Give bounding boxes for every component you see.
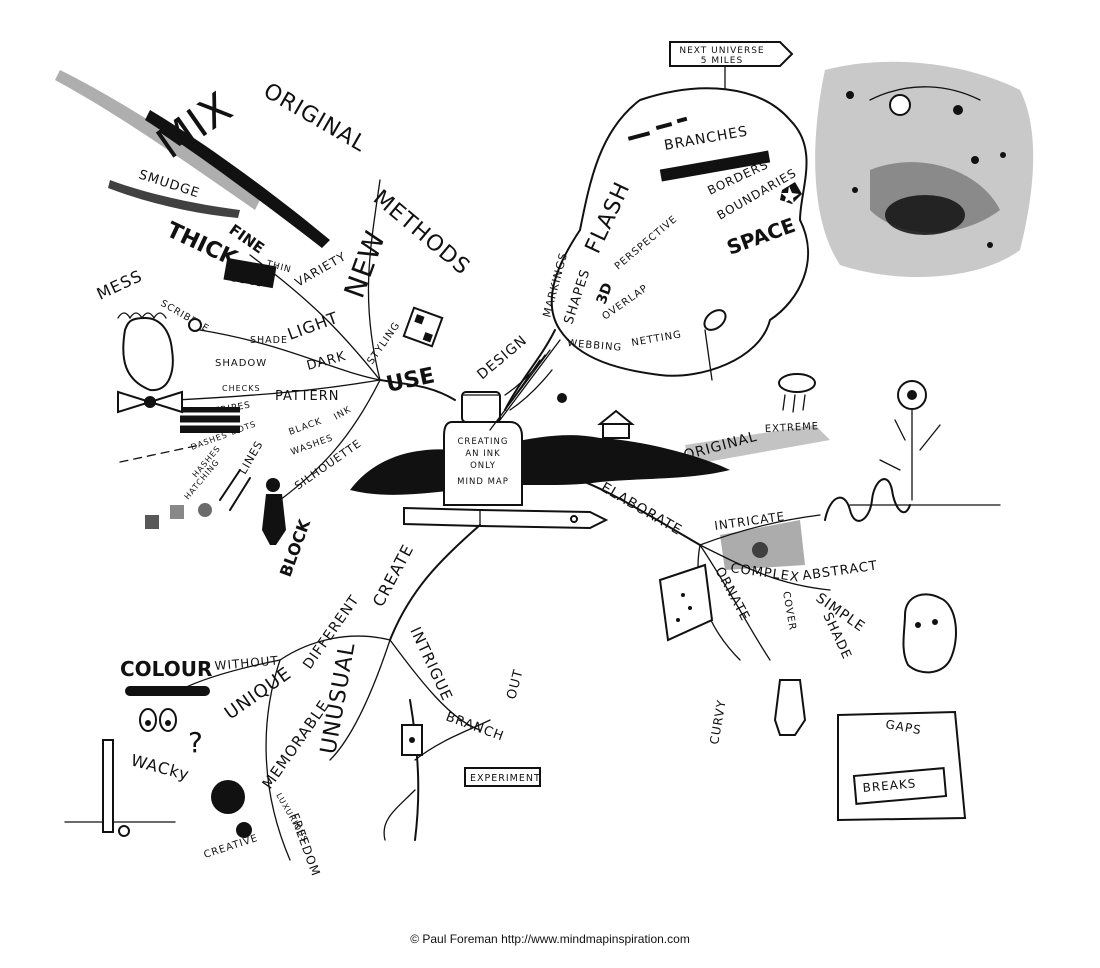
word-luxurious: LUXURIOUS bbox=[274, 792, 309, 844]
svg-text:?: ? bbox=[188, 726, 204, 759]
word-experiment: EXPERIMENT bbox=[470, 773, 541, 784]
gaps-sign: GAPS BREAKS bbox=[837, 710, 967, 822]
branch-use: USE MIX ORIGINAL METHODS NEW SMUDGE FINE… bbox=[55, 70, 475, 579]
word-new: NEW bbox=[338, 226, 393, 302]
rain-cloud bbox=[778, 373, 816, 413]
word-light: LIGHT bbox=[285, 308, 341, 344]
word-3d: 3D bbox=[594, 281, 616, 307]
flash-marks bbox=[627, 116, 802, 204]
knot-sculpture bbox=[824, 478, 911, 522]
word-without: WITHOUT bbox=[214, 653, 279, 673]
word-shade-use: SHADE bbox=[250, 335, 288, 346]
word-original-use: ORIGINAL bbox=[259, 79, 371, 158]
word-curvy: CURVY bbox=[707, 698, 729, 745]
word-breaks: BREAKS bbox=[862, 776, 917, 795]
center-label-line-3: ONLY bbox=[470, 461, 496, 471]
word-gaps: GAPS bbox=[884, 717, 922, 737]
rug-ornate bbox=[658, 563, 714, 642]
center-label-line-1: CREATING bbox=[457, 437, 508, 447]
signpost-line-1: NEXT UNIVERSE bbox=[679, 46, 764, 56]
center-label-line-2: AN INK bbox=[465, 449, 500, 459]
spider-web bbox=[489, 339, 567, 431]
center-label-line-4: MIND MAP bbox=[457, 477, 509, 487]
ink-bottle: CREATING AN INK ONLY MIND MAP bbox=[443, 391, 523, 506]
word-abstract: ABSTRACT bbox=[801, 559, 878, 584]
next-universe-signpost: NEXT UNIVERSE 5 MILES bbox=[669, 41, 794, 89]
word-methods: METHODS bbox=[368, 185, 475, 280]
pen-nib bbox=[403, 506, 609, 530]
character-with-bowtie bbox=[117, 312, 202, 414]
golf-tee-sketch bbox=[64, 739, 176, 837]
word-dark: DARK bbox=[305, 349, 348, 374]
question-blob: ? bbox=[211, 780, 252, 838]
word-out: OUT bbox=[504, 667, 526, 701]
space-ink-wash bbox=[815, 61, 1034, 277]
signpost-line-2: 5 MILES bbox=[701, 56, 743, 66]
word-cover: COVER bbox=[780, 591, 798, 632]
label-use: USE bbox=[384, 363, 437, 398]
copyright-credit: © Paul Foreman http://www.mindmapinspira… bbox=[410, 932, 690, 946]
branch-design: DESIGN MARKINGS SHAPES FLASH BRANCHES BO… bbox=[474, 87, 809, 431]
word-lines: LINES bbox=[236, 438, 266, 476]
word-wacky: WACky bbox=[129, 751, 192, 785]
word-shadow: SHADOW bbox=[215, 358, 267, 369]
svg-text:?: ? bbox=[221, 788, 231, 809]
glove-icon bbox=[773, 679, 807, 736]
bald-man-sketch bbox=[902, 593, 957, 674]
flower-sketch bbox=[849, 380, 1001, 506]
word-colour: COLOUR bbox=[120, 657, 212, 681]
word-mess: MESS bbox=[94, 266, 146, 304]
house-on-hill bbox=[597, 409, 635, 439]
word-dashes: DASHES bbox=[190, 430, 229, 452]
tree-sketch bbox=[383, 699, 491, 841]
word-creative: CREATIVE bbox=[203, 833, 260, 861]
word-unique: UNIQUE bbox=[221, 663, 296, 724]
silhouette-figure bbox=[262, 478, 286, 545]
branch-create: CREATE DIFFERENT WITHOUT COLOUR UNIQUE W… bbox=[64, 524, 541, 878]
label-elaborate: ELABORATE bbox=[598, 480, 685, 539]
label-design: DESIGN bbox=[474, 332, 530, 383]
word-checks: CHECKS bbox=[222, 384, 261, 393]
intricate-patch bbox=[720, 520, 805, 570]
pattern-samples bbox=[119, 306, 444, 529]
word-ink: INK bbox=[333, 405, 354, 423]
word-webbing: WEBBING bbox=[567, 338, 623, 354]
word-black: BLACK bbox=[288, 417, 324, 438]
net-icon bbox=[703, 309, 727, 381]
word-extreme: EXTREME bbox=[765, 421, 820, 435]
ink-puddle bbox=[350, 435, 730, 495]
word-washes: WASHES bbox=[290, 433, 335, 458]
wacky-eyes: ? bbox=[139, 708, 204, 759]
word-pattern: PATTERN bbox=[275, 389, 340, 404]
